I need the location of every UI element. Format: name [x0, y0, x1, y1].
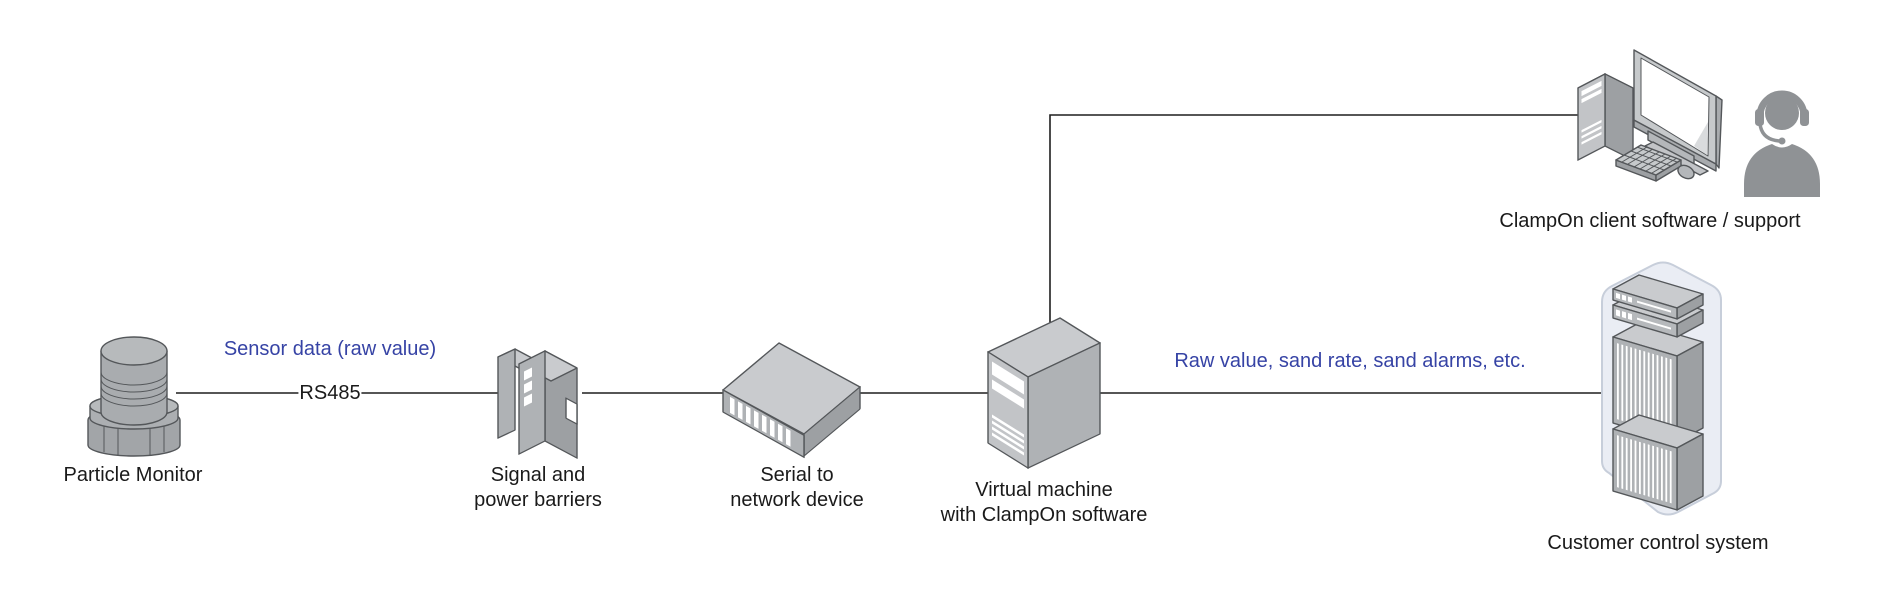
raw-value-annotation: Raw value, sand rate, sand alarms, etc. — [1174, 350, 1526, 372]
signal-barriers-label: Signal and power barriers — [474, 463, 602, 513]
particle-monitor-icon — [87, 336, 181, 457]
keyboard-icon — [1615, 144, 1682, 182]
virtual-machine-icon — [987, 317, 1101, 469]
virtual-machine-label-line1: Virtual machine — [975, 479, 1113, 501]
virtual-machine-label: Virtual machine with ClampOn software — [941, 478, 1148, 528]
connectors — [176, 114, 1602, 394]
rack-unit-bottom — [1612, 414, 1704, 511]
signal-power-barriers-icon — [497, 348, 578, 459]
pc-tower-icon — [1577, 73, 1634, 161]
customer-control-system-icon — [1601, 261, 1722, 516]
virtual-machine-label-line2: with ClampOn software — [940, 504, 1148, 526]
serial-device-label: Serial to network device — [730, 463, 863, 513]
support-person-icon — [1744, 90, 1820, 197]
particle-monitor-label: Particle Monitor — [63, 464, 203, 486]
monitor-icon — [1633, 49, 1723, 176]
connector-vm-clientsoftware — [1049, 114, 1578, 323]
client-software-label: ClampOn client software / support — [1499, 210, 1801, 232]
rack-unit-middle — [1612, 322, 1704, 443]
sensor-data-annotation: Sensor data (raw value) — [223, 338, 437, 360]
serial-device-label-line1: Serial to — [760, 464, 834, 486]
serial-network-device-icon — [722, 342, 861, 459]
client-workstation-icon — [1577, 49, 1723, 182]
rack-unit-slab1 — [1612, 274, 1704, 320]
mouse-icon — [1677, 164, 1695, 180]
signal-barriers-label-line2: power barriers — [474, 489, 602, 511]
serial-device-label-line2: network device — [730, 489, 864, 511]
control-system-label: Customer control system — [1547, 532, 1769, 554]
signal-barriers-label-line1: Signal and — [490, 464, 586, 486]
rs485-annotation: RS485 — [298, 381, 362, 406]
